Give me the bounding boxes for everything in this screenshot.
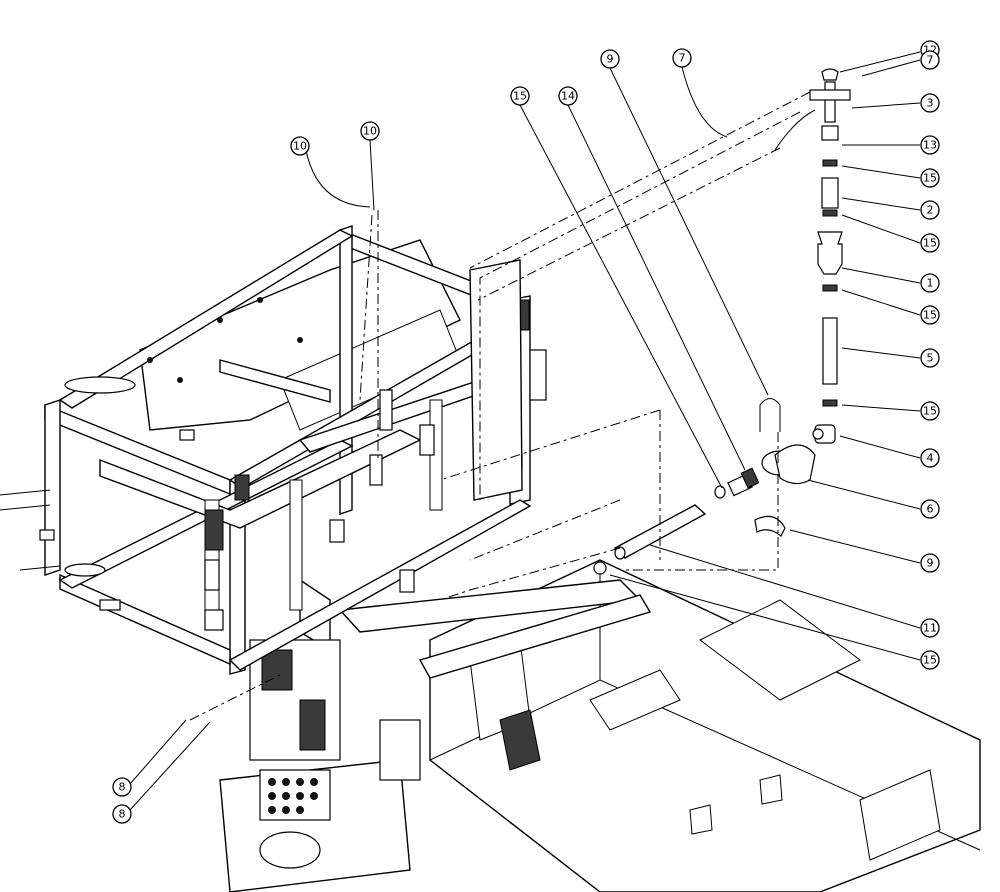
callout-9-a: 9 <box>920 553 940 573</box>
callout-7-b: 7 <box>672 48 692 68</box>
center-lines <box>189 91 811 721</box>
callout-label: 15 <box>923 172 937 185</box>
callout-15-f: 15 <box>510 86 530 106</box>
callout-label: 8 <box>119 808 126 821</box>
callout-8-a: 8 <box>112 777 132 797</box>
callout-1: 1 <box>920 273 940 293</box>
main-frame <box>0 225 547 675</box>
callout-label: 2 <box>927 204 934 217</box>
callout-11: 11 <box>920 618 940 638</box>
callout-label: 11 <box>923 622 937 635</box>
base-chassis <box>429 559 981 892</box>
callout-6: 6 <box>920 499 940 519</box>
callout-label: 5 <box>927 352 934 365</box>
callout-label: 9 <box>927 557 934 570</box>
callout-label: 15 <box>923 405 937 418</box>
callout-2: 2 <box>920 200 940 220</box>
callout-label: 15 <box>923 654 937 667</box>
callout-7: 7 <box>920 50 940 70</box>
callout-label: 9 <box>607 53 614 66</box>
callout-label: 13 <box>923 139 937 152</box>
callout-label: 1 <box>927 277 934 290</box>
callout-10-a: 10 <box>290 136 310 156</box>
callout-15-b: 15 <box>920 233 940 253</box>
callout-14: 14 <box>558 86 578 106</box>
callout-label: 3 <box>927 97 934 110</box>
callout-9-b: 9 <box>600 49 620 69</box>
callout-3: 3 <box>920 93 940 113</box>
callout-label: 15 <box>923 237 937 250</box>
callout-10-b: 10 <box>360 121 380 141</box>
callout-15-e: 15 <box>920 650 940 670</box>
shaft-parts <box>593 398 836 575</box>
callout-label: 14 <box>561 90 575 103</box>
callout-label: 7 <box>927 54 934 67</box>
callout-label: 15 <box>923 309 937 322</box>
callout-8-b: 8 <box>112 804 132 824</box>
pump-assembly <box>219 639 421 892</box>
callout-label: 6 <box>927 503 934 516</box>
callout-13: 13 <box>920 135 940 155</box>
filter-stack <box>774 68 851 407</box>
callout-label: 10 <box>293 140 307 153</box>
callout-15-d: 15 <box>920 401 940 421</box>
callout-label: 4 <box>927 452 934 465</box>
callout-5: 5 <box>920 348 940 368</box>
callout-15-a: 15 <box>920 168 940 188</box>
callout-4: 4 <box>920 448 940 468</box>
callout-label: 15 <box>513 90 527 103</box>
callout-label: 7 <box>679 52 686 65</box>
callout-label: 10 <box>363 125 377 138</box>
callout-15-c: 15 <box>920 305 940 325</box>
callout-label: 8 <box>119 781 126 794</box>
leader-lines <box>129 51 921 811</box>
